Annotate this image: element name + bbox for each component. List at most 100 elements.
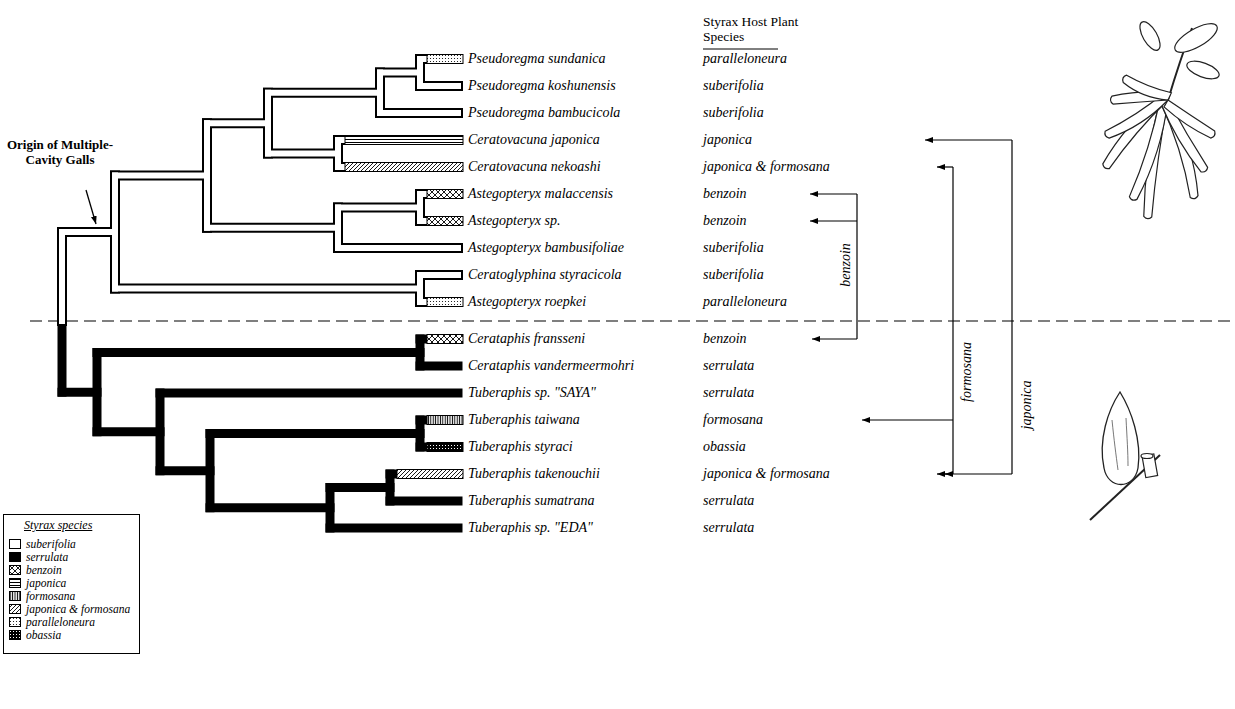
taxon-name: Tuberaphis sp. "EDA" [468,520,593,536]
branch-fill [115,172,207,178]
legend-swatch [9,630,21,640]
branch-outline [160,389,458,398]
taxon-name: Astegopteryx roepkei [468,294,586,310]
branch-stub-end [1141,454,1153,459]
legend-text: suberifolia [26,538,76,551]
host-name: suberifolia [703,240,764,256]
host-name: suberifolia [703,105,764,121]
taxon-name: Astegopteryx sp. [468,213,561,229]
taxon-name: Astegopteryx bambusifoliae [468,240,624,256]
legend-text: formosana [26,590,75,603]
bracket-line [856,194,857,339]
taxon-name: Tuberaphis takenouchii [468,466,600,482]
legend-row: formosana [9,590,75,603]
branch-stub [1142,454,1158,478]
host-name: paralleloneura [703,294,787,310]
branch-outline [420,362,458,371]
branch-outline [210,429,420,438]
taxon-name: Tuberaphis styraci [468,439,573,455]
host-name: suberifolia [703,267,764,283]
branch-outline [160,466,210,475]
gall-illustration [1090,392,1160,520]
bracket-label: benzoin [838,243,854,287]
legend-swatch [9,539,21,549]
phylogeny [62,55,463,529]
legend-swatch-fill [10,592,21,601]
branch-outline [330,524,458,533]
taxon-name: Ceratovacuna japonica [468,132,600,148]
legend-row: suberifolia [9,538,76,551]
branch-outline [380,68,420,78]
legend-swatch [9,552,21,562]
taxon-name: Cerataphis fransseni [468,331,585,347]
legend-text: serrulata [26,551,68,564]
branch-outline [268,88,380,98]
taxon-name: Tuberaphis sp. "SAYA" [468,385,596,401]
gall-detail [1112,418,1128,470]
branch-outline [338,203,420,213]
bracket-line [952,167,953,474]
heading-rule [703,49,778,50]
legend-row: obassia [9,629,61,642]
branch-fill [380,110,458,116]
legend-swatch [9,591,21,601]
legend-text: benzoin [26,564,62,577]
branch-fill [268,90,380,96]
legend-swatch [9,578,21,588]
branch-fill [338,205,420,211]
host-name: paralleloneura [703,51,787,67]
bracket-arrow [945,473,1012,474]
legend-swatch [9,604,21,614]
taxon-name: Pseudoregma bambucicola [468,105,620,121]
branch-fill [420,83,458,89]
branch-outline [207,118,268,128]
bracket-arrow [812,338,857,339]
host-brackets [810,140,1012,474]
legend-swatch [9,565,21,575]
branch-outline [207,223,338,233]
legend-row: japonica [9,577,66,590]
bracket-arrow [862,419,953,420]
single-cavity-gall [1102,392,1139,485]
host-pattern-bar [427,55,463,64]
host-pattern-bar [427,190,463,199]
taxon-name: Pseudoregma sundanica [468,51,606,67]
legend-text: paralleloneura [26,616,95,629]
host-name: serrulata [703,493,754,509]
branch-outline [420,81,458,91]
branch-outline [380,108,458,118]
branch-outline [97,427,160,436]
host-name: obassia [703,439,746,455]
taxon-name: Cerataphis vandermeermohri [468,358,634,374]
legend-box [3,514,140,654]
branch-outline [268,149,338,159]
branch-outline [97,348,420,357]
branch-fill [59,232,65,321]
legend-swatch-fill [10,631,21,640]
legend-row: serrulata [9,551,68,564]
host-name: suberifolia [703,78,764,94]
branch-outline [390,497,458,506]
host-name: formosana [703,412,763,428]
bracket-arrow [810,193,857,194]
legend-row: japonica & formosana [9,603,130,616]
origin-arrow [86,190,96,224]
gall-pod [1162,100,1218,140]
branch-fill [207,225,338,231]
host-pattern-bar [427,298,463,307]
taxon-name: Ceratoglyphina styracicola [468,267,622,283]
legend-swatch-fill [10,618,21,627]
taxon-name: Ceratovacuna nekoashi [468,159,601,175]
host-name: japonica & formosana [703,466,830,482]
legend-swatch-fill [10,579,21,588]
host-name: japonica [703,132,752,148]
column-heading: Styrax Host Plant Species [703,14,821,44]
branch-outline [338,243,458,253]
host-pattern-bar [427,443,463,452]
taxon-name: Tuberaphis sumatrana [468,493,594,509]
host-name: serrulata [703,520,754,536]
branch-outline [62,388,97,397]
origin-note: Origin of Multiple-Cavity Galls [5,138,115,168]
